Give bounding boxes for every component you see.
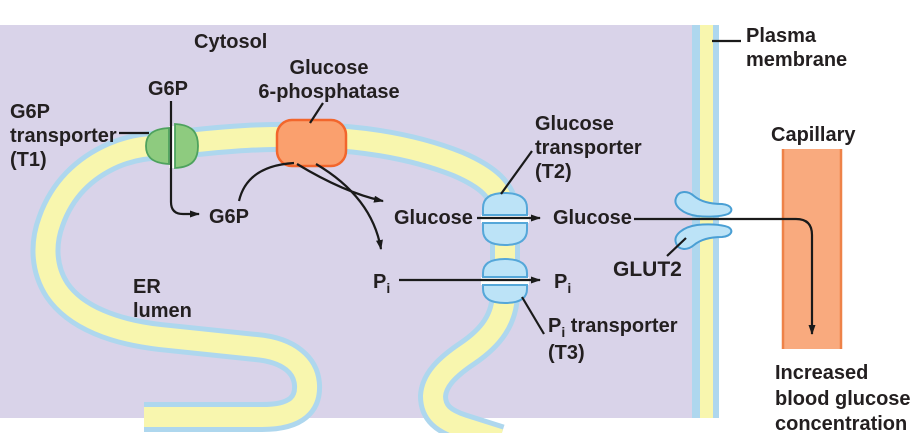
- glut2-shape: [674, 191, 733, 250]
- outcome-label: Increased blood glucose concentration: [775, 362, 911, 433]
- cytosol-label: Cytosol: [194, 31, 267, 53]
- pi-cytosol-label: Pi: [554, 271, 571, 296]
- t2-bottom-dome: [482, 222, 528, 247]
- svg-text:blood glucose: blood glucose: [775, 388, 911, 410]
- g6p-top-label: G6P: [148, 78, 188, 100]
- g6p-transporter-t1-shape: [145, 123, 199, 169]
- svg-text:Plasma: Plasma: [746, 25, 817, 47]
- t3-label: Pi transporter (T3): [548, 315, 678, 364]
- t1-label: G6P transporter (T1): [10, 101, 117, 171]
- enzyme-to-glucose-arc: [296, 163, 384, 203]
- pi-transporter-t3-shape: [482, 257, 528, 305]
- glucose-lumen-label: Glucose: [394, 207, 473, 229]
- plasma-membrane-outer-leaflet: [713, 25, 719, 418]
- enzyme-to-pi-arc: [315, 163, 383, 250]
- svg-text:Glucose: Glucose: [535, 113, 614, 135]
- glucose-6-phosphatase-shape: [275, 118, 348, 168]
- svg-text:ER: ER: [133, 276, 161, 298]
- t2-label-pointer: [500, 150, 533, 195]
- glut2-bottom-wing: [674, 223, 733, 250]
- glucose-cytosol-label: Glucose: [553, 207, 632, 229]
- svg-text:transporter: transporter: [535, 137, 642, 159]
- svg-text:Pi transporter: Pi transporter: [548, 315, 678, 340]
- svg-text:concentration: concentration: [775, 413, 907, 433]
- g6p-lumen-label: G6P: [209, 206, 249, 228]
- svg-text:G6P: G6P: [10, 101, 50, 123]
- t1-right-half: [174, 123, 199, 169]
- svg-text:lumen: lumen: [133, 300, 192, 322]
- svg-text:(T2): (T2): [535, 161, 572, 183]
- t2-label: Glucose transporter (T2): [535, 113, 642, 183]
- plasma-membrane-core: [700, 25, 713, 418]
- t2-top-dome: [482, 191, 528, 216]
- svg-text:transporter: transporter: [10, 125, 117, 147]
- svg-text:6-phosphatase: 6-phosphatase: [258, 81, 399, 103]
- t3-label-pointer: [521, 296, 545, 335]
- capillary-label: Capillary: [771, 124, 856, 146]
- enzyme-label: Glucose 6-phosphatase: [258, 57, 399, 103]
- svg-text:Increased: Increased: [775, 362, 868, 384]
- cytosol-region: [0, 25, 693, 418]
- t1-left-half: [145, 127, 170, 165]
- enzyme-label-pointer: [309, 102, 324, 124]
- glut2-top-wing: [674, 191, 733, 218]
- svg-text:Glucose: Glucose: [290, 57, 369, 79]
- plasma-membrane-label: Plasma membrane: [746, 25, 847, 71]
- g6p-entry-arrow: [169, 101, 200, 218]
- flow-arrows: [119, 39, 816, 335]
- glut2-label: GLUT2: [613, 258, 682, 281]
- glucose-transporter-t2-shape: [482, 191, 528, 247]
- svg-text:membrane: membrane: [746, 49, 847, 71]
- t3-bottom-dome: [482, 284, 528, 305]
- glucose-to-capillary-arrow: [634, 217, 816, 335]
- g6p-to-enzyme-arc: [237, 161, 295, 202]
- plasma-membrane-inner-leaflet: [692, 25, 700, 418]
- plasma-membrane: [692, 25, 719, 418]
- glut2-label-pointer: [666, 237, 687, 257]
- pi-lumen-label: Pi: [373, 271, 390, 296]
- t3-top-dome: [482, 257, 528, 278]
- er-lumen-label: ER lumen: [133, 276, 192, 322]
- svg-text:(T1): (T1): [10, 149, 47, 171]
- svg-text:(T3): (T3): [548, 342, 585, 364]
